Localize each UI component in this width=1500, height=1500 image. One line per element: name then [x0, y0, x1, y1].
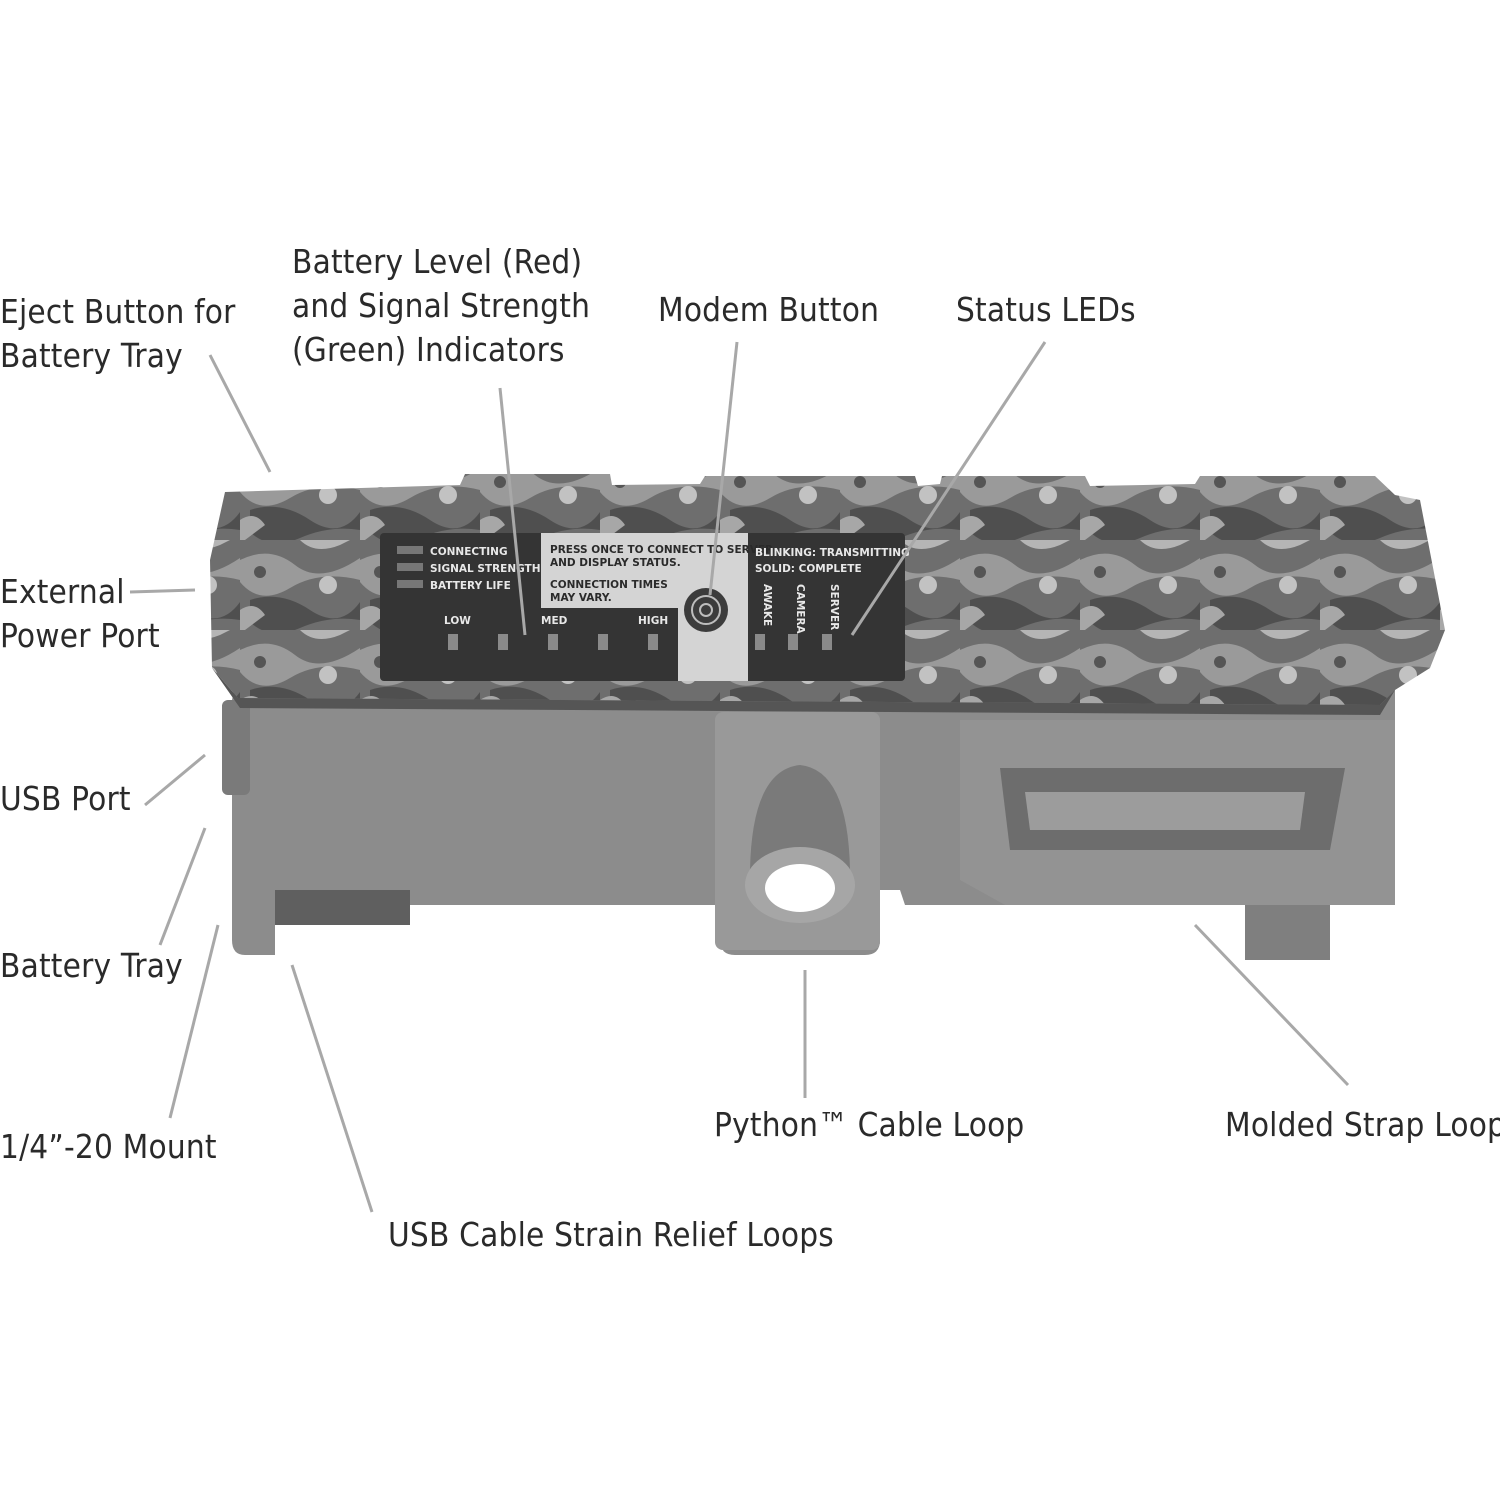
leader-battery-signal [498, 387, 527, 636]
callout-molded-strap-loop: Molded Strap Loop [1225, 1105, 1500, 1144]
callout-python-cable-loop: Python™ Cable Loop [714, 1105, 1025, 1144]
callout-battery-tray: Battery Tray [0, 946, 183, 985]
leader-battery-tray [158, 827, 207, 946]
level-high: HIGH [638, 615, 668, 627]
legend-text-1: SIGNAL STRENGTH [430, 563, 541, 575]
leader-mount [168, 924, 220, 1119]
leader-power [129, 588, 196, 594]
callout-external-power: External Power Port [0, 572, 160, 655]
leader-modem [708, 341, 739, 596]
leader-lines [129, 341, 1350, 1213]
status-label-awake: AWAKE [761, 584, 773, 626]
instruction-line-0: PRESS ONCE TO CONNECT TO SERVER [550, 544, 773, 556]
callout-status-leds: Status LEDs [956, 290, 1136, 329]
instruction-line-1: AND DISPLAY STATUS. [550, 557, 681, 569]
legend-text-0: CONNECTING [430, 546, 508, 558]
leader-usb-port [144, 753, 206, 807]
status-header-1: SOLID: COMPLETE [755, 563, 862, 575]
legend-text-2: BATTERY LIFE [430, 580, 511, 592]
leader-eject [208, 354, 272, 473]
instruction-line-3: MAY VARY. [550, 592, 612, 604]
status-label-camera: CAMERA [794, 584, 806, 635]
level-low: LOW [444, 615, 471, 627]
housing [222, 660, 1395, 960]
leader-status-leds [850, 341, 1047, 636]
callout-usb-port: USB Port [0, 779, 131, 818]
level-med: MED [541, 615, 568, 627]
callout-battery-signal: Battery Level (Red) and Signal Strength … [292, 242, 591, 369]
leader-strap-loop [1193, 923, 1350, 1087]
status-label-server: SERVER [828, 584, 840, 630]
control-panel: CONNECTING SIGNAL STRENGTH BATTERY LIFE … [380, 533, 910, 681]
status-header-0: BLINKING: TRANSMITTING [755, 547, 910, 559]
callout-mount: 1/4”-20 Mount [0, 1127, 217, 1166]
callout-modem-button: Modem Button [658, 290, 880, 329]
callout-usb-strain-relief: USB Cable Strain Relief Loops [388, 1215, 834, 1254]
callout-eject-button: Eject Button for Battery Tray [0, 292, 236, 375]
modem-button-graphic [684, 588, 728, 632]
leader-usb-strain [290, 964, 374, 1213]
instruction-line-2: CONNECTION TIMES [550, 579, 668, 591]
